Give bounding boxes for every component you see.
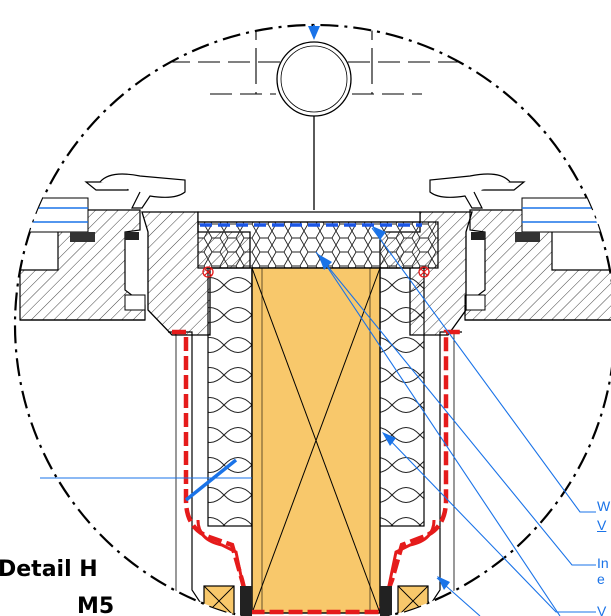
membrane-inner-right [384, 519, 436, 601]
membrane-inner-left [196, 519, 248, 601]
timber-cross-2 [251, 267, 381, 614]
left-seal-symbol [202, 266, 214, 278]
left-window-frame [15, 181, 146, 321]
left-insulation [207, 267, 253, 527]
detail-content [15, 25, 611, 616]
detail-title: Detail H [0, 557, 98, 582]
arrow-w [372, 226, 386, 240]
callout-label-4: e [597, 571, 605, 587]
callout-label-2: V [597, 517, 607, 533]
right-insulation [379, 267, 425, 527]
callout-label-3: In [597, 555, 609, 571]
callout-label-1: W [597, 498, 611, 514]
arrow-in [382, 432, 396, 446]
arrow-v [318, 254, 332, 270]
anchor-circle [276, 41, 352, 117]
leader-lines [40, 227, 596, 616]
left-fitting [99, 173, 186, 209]
top-pointer-arrow [308, 26, 320, 40]
left-foot-pad [240, 586, 252, 616]
right-seal-symbol [418, 266, 430, 278]
callout-label-5: V [597, 603, 607, 616]
right-fitting [429, 173, 511, 209]
honeycomb-layer [197, 221, 439, 269]
right-foot-pad [380, 586, 392, 616]
left-diagonal-pointer [184, 458, 238, 502]
leader-arrows [318, 226, 450, 590]
anchor-circle-inner [280, 45, 348, 113]
detail-scale: M5 [77, 594, 115, 616]
cap-plate [197, 211, 421, 223]
arrow-e [437, 576, 450, 590]
red-membrane [172, 329, 460, 615]
